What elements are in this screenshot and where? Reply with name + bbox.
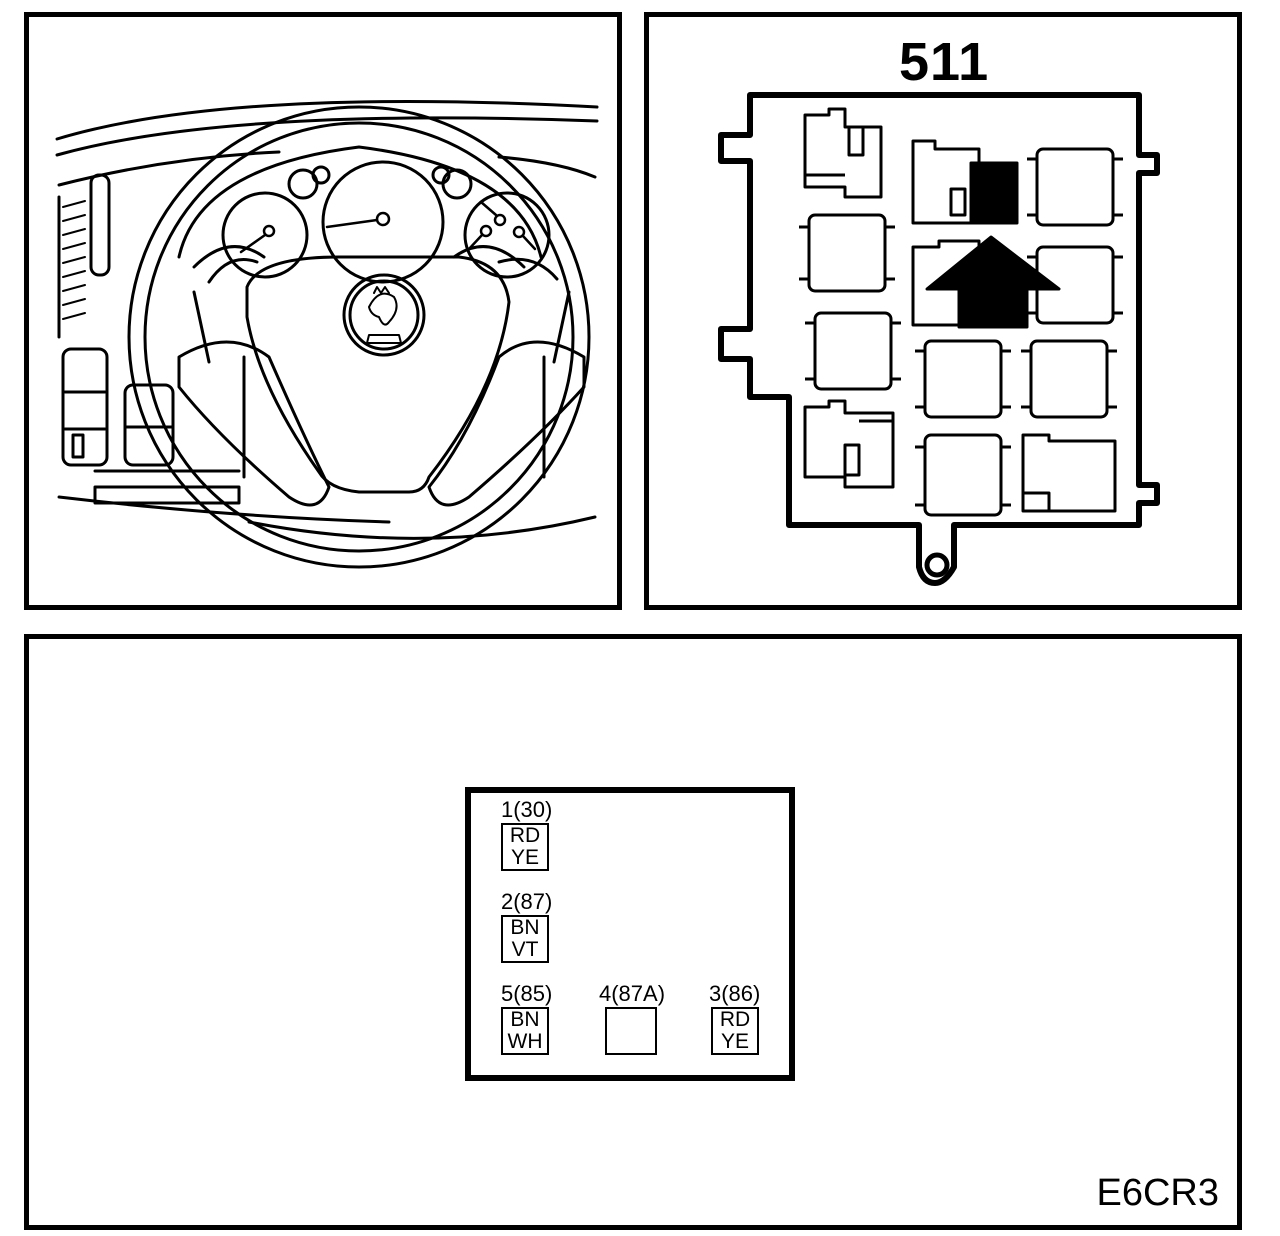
pin-4-wire-colors [605,1007,657,1055]
pin-3-wire-colors: RD YE [711,1007,759,1055]
pin-1-wire-top: RD [509,824,541,847]
relay-connector: 1(30) RD YE 2(87) BN VT 5(85) BN WH 4(87… [465,787,795,1081]
dashboard-illustration [55,99,599,569]
pin-1-wire-bottom: YE [510,846,539,869]
pin-label-3: 3(86) [709,981,761,1006]
pin-2-wire-top: BN [510,916,540,939]
relay-box-diagram [718,92,1160,586]
pin-label-4: 4(87A) [599,981,666,1006]
up-arrow-icon [925,235,1061,329]
pin-label-1: 1(30) [501,797,553,822]
pin-label-2: 2(87) [501,889,553,914]
pin-3-wire-top: RD [719,1008,751,1031]
pin-5-wire-colors: BN WH [501,1007,549,1055]
pin-2-wire-bottom: VT [511,938,539,961]
pin-2-wire-colors: BN VT [501,915,549,963]
pin-5-wire-top: BN [510,1008,540,1031]
connector-panel: 1(30) RD YE 2(87) BN VT 5(85) BN WH 4(87… [24,634,1242,1230]
saab-logo-icon [342,273,426,357]
relay-box-number: 511 [899,32,990,92]
pin-5-wire-bottom: WH [507,1030,543,1053]
pin-label-5: 5(85) [501,981,553,1006]
figure-code: E6CR3 [1096,1172,1220,1214]
dashboard-panel [24,12,622,610]
pin-1-wire-colors: RD YE [501,823,549,871]
relay-box-panel: 511 [644,12,1242,610]
pin-3-wire-bottom: YE [720,1030,749,1053]
